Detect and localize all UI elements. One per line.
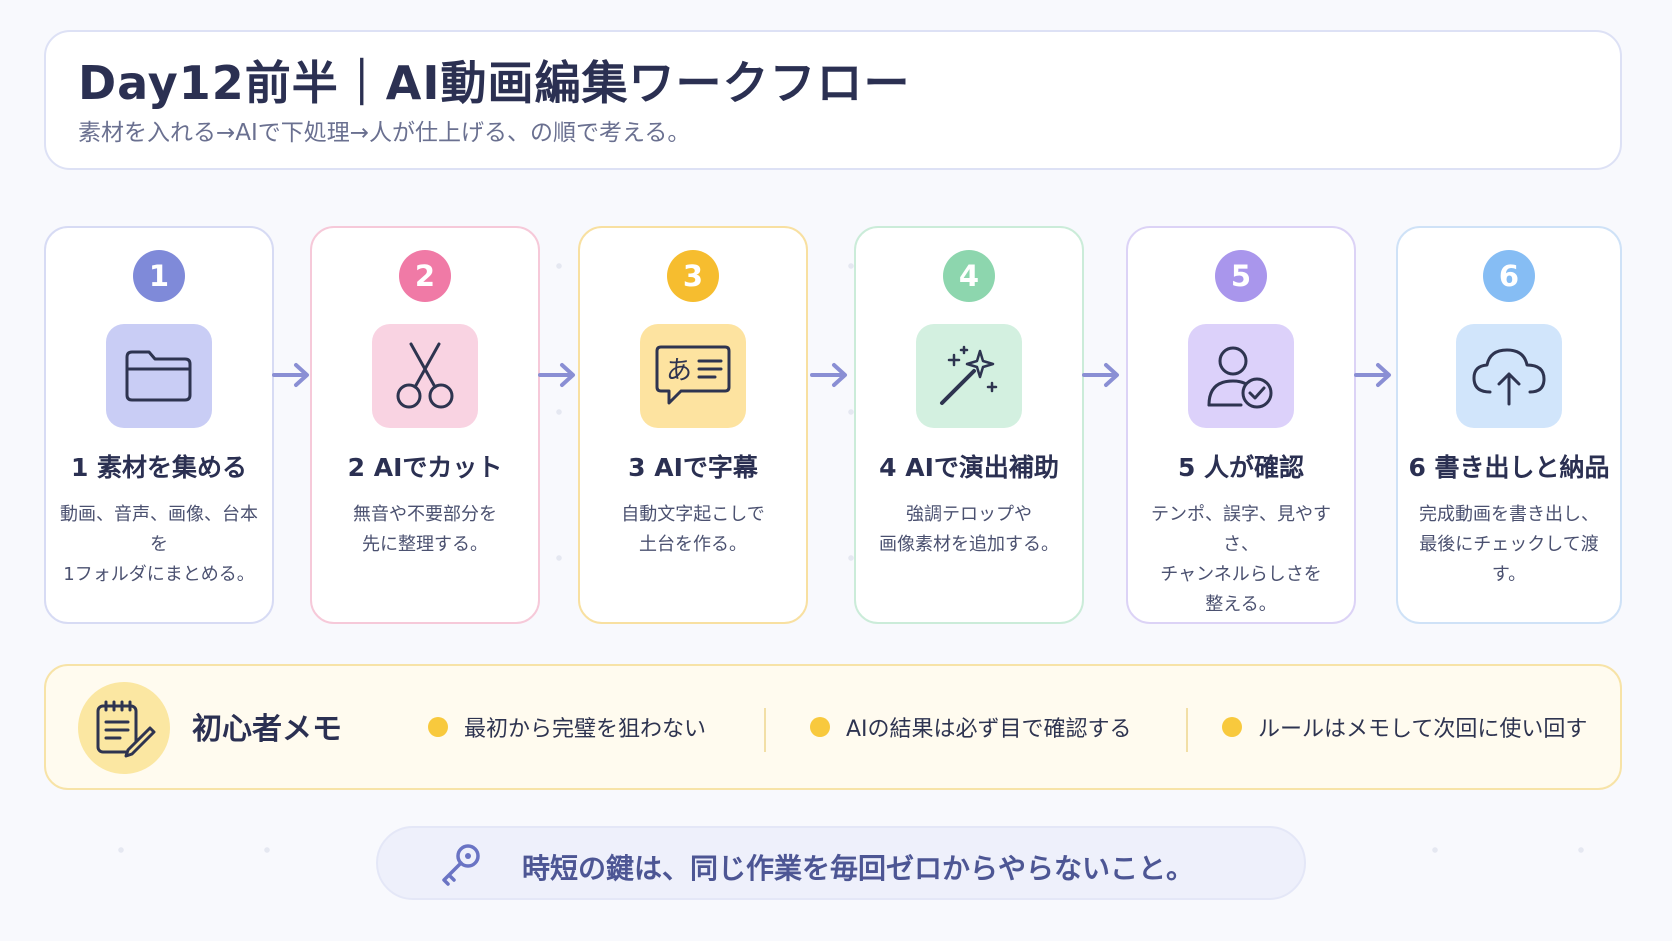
memo-item-text: 最初から完璧を狙わない	[464, 717, 707, 742]
step-description: 自動文字起こしで 土台を作る。	[621, 504, 765, 555]
magic-wand-icon	[940, 345, 998, 405]
step-title: 3 AIで字幕	[628, 453, 758, 482]
notepad-pencil-icon	[96, 700, 156, 758]
svg-text:あ: あ	[666, 356, 692, 386]
step-number-badge: 5	[1215, 250, 1267, 302]
step-icon-tile	[1456, 324, 1562, 428]
bullet-dot	[1222, 717, 1242, 737]
arrow-right-icon	[538, 363, 575, 387]
step-number-badge: 4	[943, 250, 995, 302]
step-description: テンポ、誤字、見やすさ、 チャンネルらしさを 整える。	[1151, 504, 1331, 615]
memo-divider	[1186, 708, 1188, 752]
step-card-2: 2 2 AIでカット 無音や不要部分を 先に整理する。	[310, 226, 540, 624]
step-card-5: 5 5 人が確認 テンポ、誤字、見やすさ、 チャンネルらしさを 整える。	[1126, 226, 1356, 624]
user-check-icon	[1207, 346, 1273, 409]
arrow-right-icon	[1354, 363, 1391, 387]
step-icon-tile	[106, 324, 212, 428]
step-description: 完成動画を書き出し、 最後にチェックして渡す。	[1419, 504, 1599, 585]
memo-title: 初心者メモ	[192, 712, 342, 747]
step-description: 動画、音声、画像、台本を 1フォルダにまとめる。	[60, 504, 258, 585]
step-icon-tile	[916, 324, 1022, 428]
memo-icon-circle	[78, 682, 170, 774]
page-title: Day12前半｜AI動画編集ワークフロー	[78, 56, 911, 110]
step-icon-tile	[372, 324, 478, 428]
step-title: 1 素材を集める	[70, 453, 248, 482]
cloud-upload-icon	[1472, 348, 1546, 406]
memo-item-text: ルールはメモして次回に使い回す	[1258, 717, 1588, 742]
step-card-6: 6 6 書き出しと納品 完成動画を書き出し、 最後にチェックして渡す。	[1396, 226, 1622, 624]
step-card-1: 1 1 素材を集める 動画、音声、画像、台本を 1フォルダにまとめる。	[44, 226, 274, 624]
step-number-badge: 3	[667, 250, 719, 302]
bullet-dot	[428, 717, 448, 737]
step-title: 2 AIでカット	[347, 453, 503, 482]
key-icon	[442, 844, 480, 886]
memo-item: AIの結果は必ず目で確認する	[810, 711, 1132, 743]
step-title: 5 人が確認	[1177, 453, 1305, 482]
memo-item: 最初から完璧を狙わない	[428, 711, 706, 743]
step-card-3: 3 あ 3 AIで字幕 自動文字起こしで 土台を作る。	[578, 226, 808, 624]
step-number-badge: 2	[399, 250, 451, 302]
memo-divider	[764, 708, 766, 752]
tip-text: 時短の鍵は、同じ作業を毎回ゼロからやらないこと。	[522, 852, 1195, 885]
beginner-memo-panel: 初心者メモ 最初から完璧を狙わない AIの結果は必ず目で確認する ルールはメモし…	[44, 664, 1622, 790]
step-icon-tile	[1188, 324, 1294, 428]
step-description: 強調テロップや 画像素材を追加する。	[879, 504, 1059, 555]
step-title: 6 書き出しと納品	[1408, 453, 1610, 482]
memo-item: ルールはメモして次回に使い回す	[1222, 711, 1587, 743]
arrow-right-icon	[272, 363, 309, 387]
memo-item-text: AIの結果は必ず目で確認する	[846, 717, 1132, 742]
scissors-icon	[396, 342, 454, 409]
page-subtitle: 素材を入れる→AIで下処理→人が仕上げる、の順で考える。	[78, 120, 691, 146]
bullet-dot	[810, 717, 830, 737]
arrow-right-icon	[810, 363, 847, 387]
subtitle-icon: あ	[655, 345, 731, 405]
folder-icon	[125, 350, 192, 402]
step-card-4: 4 4 AIで演出補助 強調テロップや 画像素材を追加する。	[854, 226, 1084, 624]
step-description: 無音や不要部分を 先に整理する。	[353, 504, 497, 555]
step-number-badge: 1	[133, 250, 185, 302]
title-panel: Day12前半｜AI動画編集ワークフロー 素材を入れる→AIで下処理→人が仕上げ…	[44, 30, 1622, 170]
step-title: 4 AIで演出補助	[879, 453, 1059, 482]
step-number-badge: 6	[1483, 250, 1535, 302]
step-icon-tile: あ	[640, 324, 746, 428]
arrow-right-icon	[1082, 363, 1119, 387]
key-tip-banner: 時短の鍵は、同じ作業を毎回ゼロからやらないこと。	[376, 826, 1306, 900]
